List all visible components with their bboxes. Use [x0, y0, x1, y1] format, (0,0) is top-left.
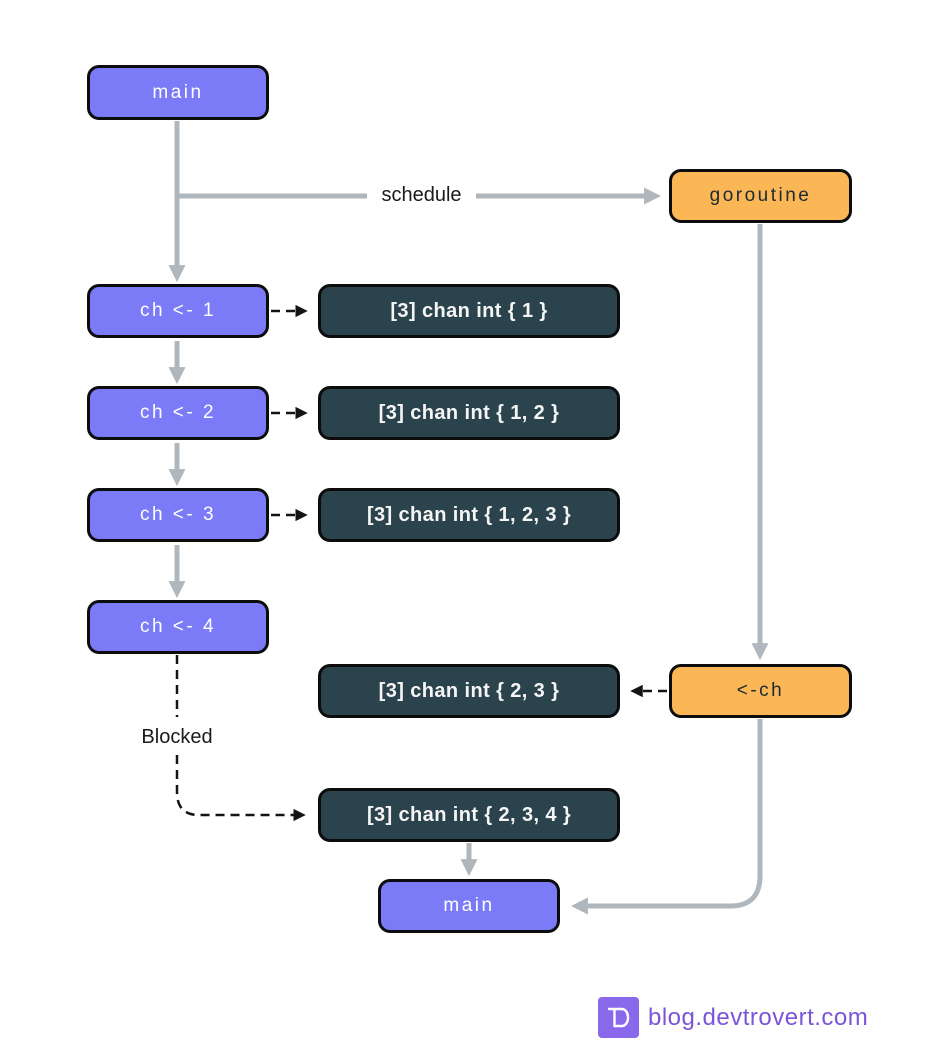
node-main-bottom-label: main — [443, 895, 495, 916]
node-send-4: ch <- 4 — [87, 600, 269, 654]
node-send-1: ch <- 1 — [87, 284, 269, 338]
node-send-2-label: ch <- 2 — [139, 402, 217, 423]
node-buf-123: [3] chan int { 1, 2, 3 } — [318, 488, 620, 542]
node-buf-12: [3] chan int { 1, 2 } — [318, 386, 620, 440]
node-buf-234-label: [3] chan int { 2, 3, 4 } — [366, 803, 572, 826]
edge-label-blocked: Blocked — [141, 726, 213, 748]
devtrovert-logo-icon — [598, 997, 639, 1038]
node-buf-234: [3] chan int { 2, 3, 4 } — [318, 788, 620, 842]
node-recv: <-ch — [669, 664, 852, 718]
node-main-bottom: main — [378, 879, 560, 933]
node-buf-12-label: [3] chan int { 1, 2 } — [378, 401, 560, 424]
node-send-3-label: ch <- 3 — [139, 504, 217, 525]
node-buf-123-label: [3] chan int { 1, 2, 3 } — [366, 503, 572, 526]
node-buf-23: [3] chan int { 2, 3 } — [318, 664, 620, 718]
node-buf-1: [3] chan int { 1 } — [318, 284, 620, 338]
node-recv-label: <-ch — [736, 680, 785, 701]
footer-brand: blog.devtrovert.com — [598, 997, 868, 1038]
edge-label-schedule: schedule — [381, 184, 462, 206]
node-main-top: main — [87, 65, 269, 120]
pointer-send4-blocked-to-buf234 — [175, 755, 306, 822]
node-send-1-label: ch <- 1 — [139, 300, 217, 321]
node-buf-1-label: [3] chan int { 1 } — [390, 299, 548, 322]
node-send-2: ch <- 2 — [87, 386, 269, 440]
node-send-4-label: ch <- 4 — [139, 616, 217, 637]
node-goroutine: goroutine — [669, 169, 852, 223]
node-goroutine-label: goroutine — [709, 185, 812, 206]
node-buf-23-label: [3] chan int { 2, 3 } — [378, 679, 560, 702]
node-send-3: ch <- 3 — [87, 488, 269, 542]
footer-brand-text: blog.devtrovert.com — [648, 1003, 869, 1031]
node-main-top-label: main — [152, 81, 204, 103]
